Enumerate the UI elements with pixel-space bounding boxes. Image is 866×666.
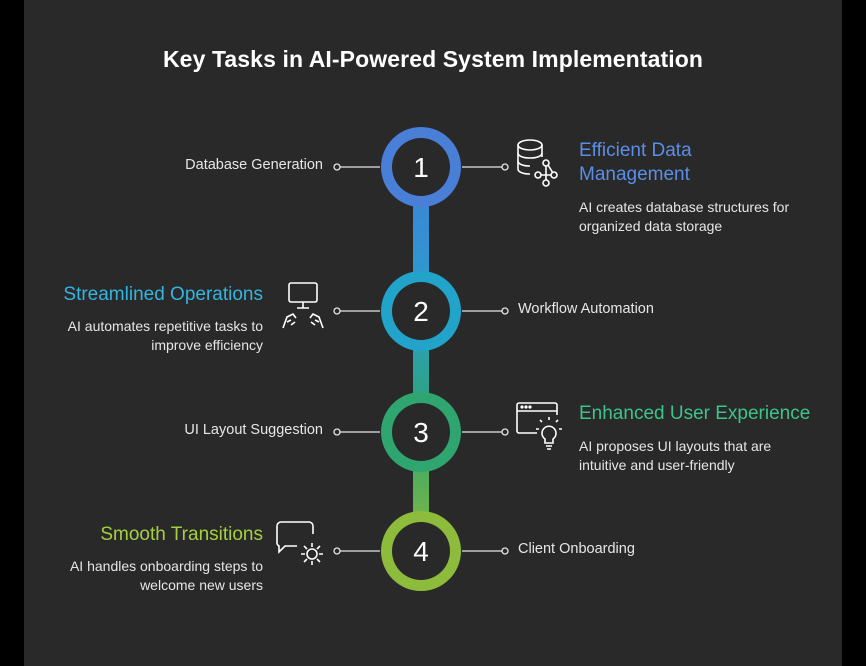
task-label-1: Database Generation — [185, 157, 323, 173]
step-node-3: 3 — [381, 392, 461, 472]
connector-dots — [333, 163, 509, 555]
step-desc-1-line-2: organized data storage — [579, 218, 723, 234]
step-desc-2-line-2: improve efficiency — [151, 337, 263, 353]
step-node-4: 4 — [381, 511, 461, 591]
diagram-title: Key Tasks in AI-Powered System Implement… — [162, 46, 704, 72]
database-network-icon — [517, 139, 558, 187]
step-heading-1-line-1: Efficient Data — [579, 140, 692, 161]
step-desc-3-line-1: AI proposes UI layouts that are — [579, 438, 772, 454]
step-node-2: 2 — [381, 271, 461, 351]
timeline-spine — [413, 170, 429, 560]
step-desc-4-line-1: AI handles onboarding steps to — [69, 558, 263, 574]
step-heading-3: Enhanced User Experience — [579, 403, 811, 424]
task-label-4: Client Onboarding — [518, 541, 635, 557]
step-heading-2: Streamlined Operations — [63, 284, 263, 305]
step-desc-4-line-2: welcome new users — [140, 577, 263, 593]
chat-gear-icon — [276, 521, 323, 565]
step-desc-1-line-1: AI creates database structures for — [579, 199, 790, 215]
connectors — [339, 166, 503, 552]
step-number-1: 1 — [413, 152, 429, 183]
task-label-2: Workflow Automation — [518, 301, 654, 317]
step-number-2: 2 — [413, 296, 429, 327]
browser-lightbulb-icon — [516, 402, 562, 450]
step-number-4: 4 — [413, 536, 429, 567]
computer-hands-icon — [282, 282, 324, 329]
step-number-3: 3 — [413, 417, 429, 448]
step-desc-3-line-2: intuitive and user-friendly — [579, 457, 735, 473]
step-node-1: 1 — [381, 127, 461, 207]
task-label-3: UI Layout Suggestion — [184, 422, 323, 438]
step-heading-4: Smooth Transitions — [100, 524, 263, 545]
step-desc-2-line-1: AI automates repetitive tasks to — [67, 318, 263, 334]
step-heading-1-line-2: Management — [579, 164, 690, 185]
